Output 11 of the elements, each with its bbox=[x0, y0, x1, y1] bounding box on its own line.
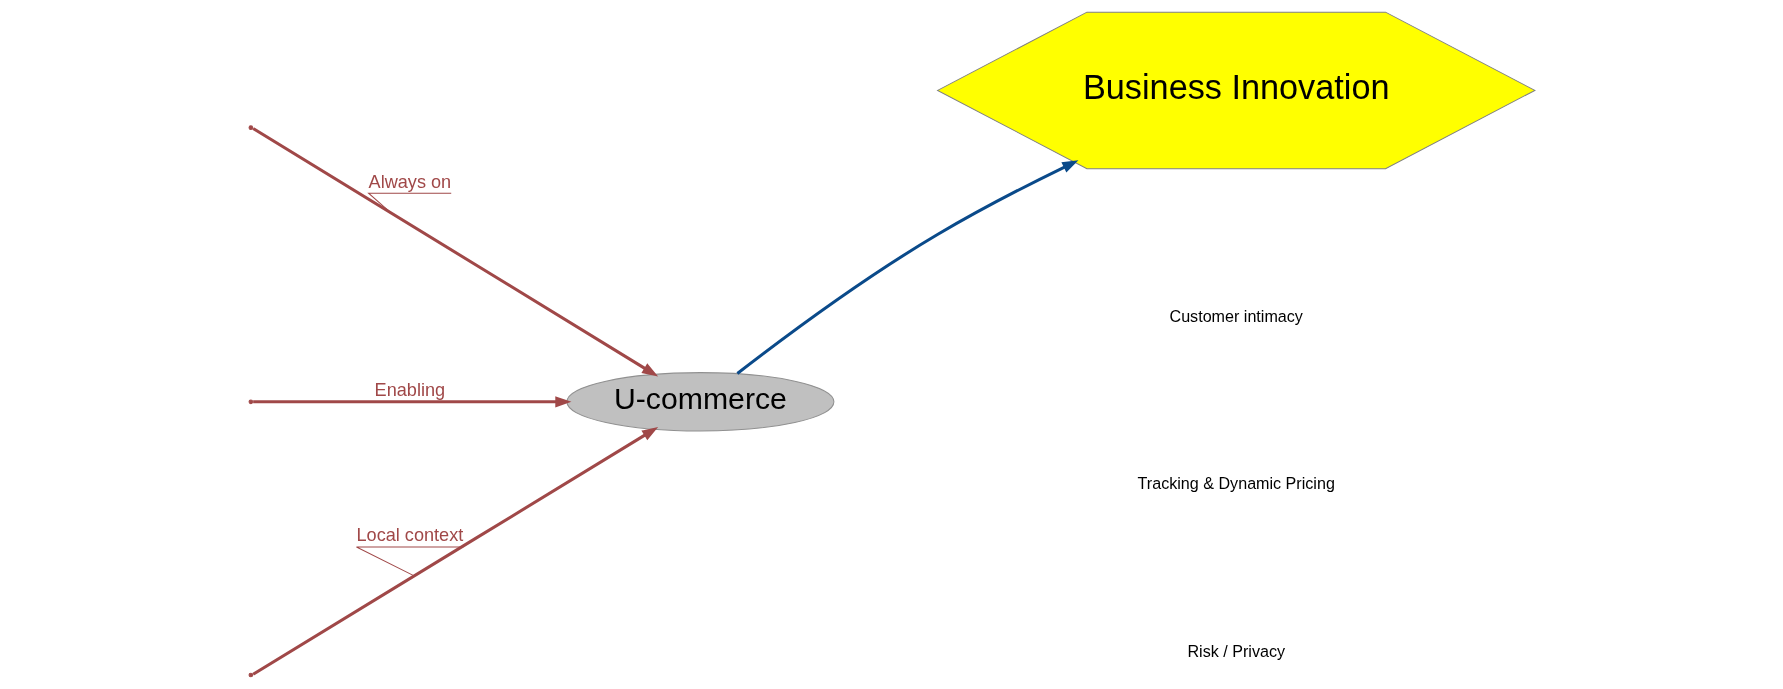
edge-label: Enabling bbox=[374, 380, 445, 401]
label: Tracking & Dynamic Pricing bbox=[1137, 474, 1335, 493]
label: Customer intimacy bbox=[1169, 307, 1303, 326]
edge-label: Always on bbox=[368, 171, 451, 192]
edge-label: Local context bbox=[355, 525, 463, 546]
arrow bbox=[251, 427, 658, 676]
node-ellipse: U-commerce bbox=[565, 372, 834, 432]
arrow bbox=[251, 127, 658, 377]
label: Risk / Privacy bbox=[1186, 641, 1285, 660]
arrow bbox=[735, 160, 1078, 375]
arrow bbox=[252, 396, 571, 408]
